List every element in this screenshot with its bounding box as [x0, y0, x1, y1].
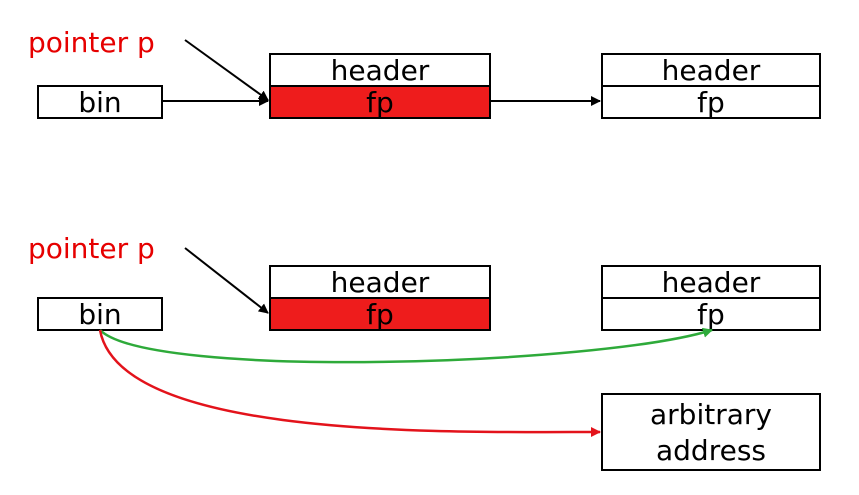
top-chunk1-header-label: header [331, 54, 430, 87]
top-chunk2: header fp [601, 53, 821, 119]
green-curved-arrow [99, 327, 713, 364]
top-chunk1-header-cell [269, 53, 491, 87]
target-line1: arbitrary [650, 398, 772, 431]
bottom-bin-label: bin [78, 298, 121, 331]
arbitrary-address-box: arbitrary address [601, 393, 821, 471]
bottom-chunk2-header-label: header [662, 266, 761, 299]
top-pointer-arrow [184, 39, 269, 101]
top-chunk1: header fp [269, 53, 491, 119]
bottom-chunk1-fp-label: fp [366, 298, 394, 331]
top-chunk1-fp-cell [269, 85, 491, 119]
bottom-chunk2-fp-label: fp [697, 298, 725, 331]
bottom-chunk1: header fp [269, 265, 491, 331]
bottom-pointer-label: pointer p [28, 232, 155, 265]
target-line2: address [656, 434, 766, 467]
bottom-chunk1-fp-cell [269, 297, 491, 331]
bottom-pointer-arrow [184, 247, 269, 314]
top-section: pointer p bin header fp header fp [28, 26, 821, 119]
bottom-chunk1-header-label: header [331, 266, 430, 299]
top-pointer-label: pointer p [28, 26, 155, 59]
top-chunk2-header-label: header [662, 54, 761, 87]
top-chunk1-fp-label: fp [366, 86, 394, 119]
red-curved-arrow [98, 329, 601, 438]
bottom-section: pointer p bin header fp header fp arbitr… [28, 232, 821, 471]
top-chunk2-header-cell [601, 53, 821, 87]
bottom-bin-box: bin [37, 297, 163, 331]
top-chunk2-fp-cell [601, 85, 821, 119]
bottom-chunk2: header fp [601, 265, 821, 331]
top-chunk2-fp-label: fp [697, 86, 725, 119]
top-bin-box: bin [37, 85, 163, 119]
top-bin-label: bin [78, 86, 121, 119]
bottom-chunk1-header-cell [269, 265, 491, 299]
